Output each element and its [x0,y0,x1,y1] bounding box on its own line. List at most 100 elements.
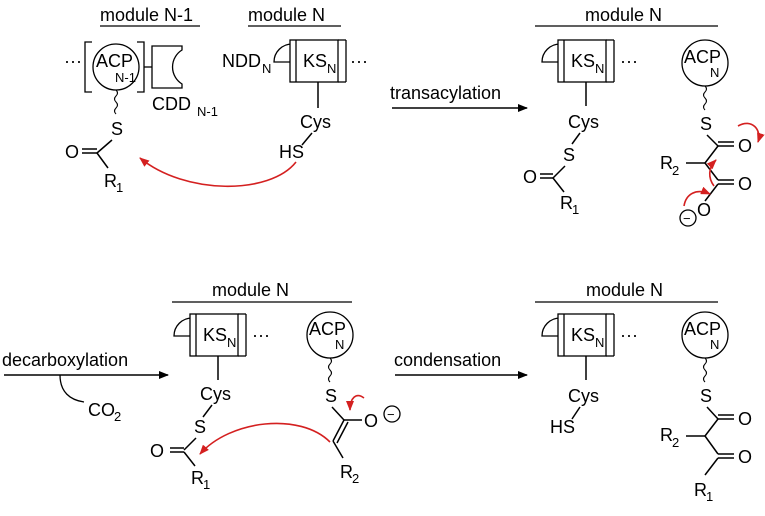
cys-label-4: Cys [568,386,599,406]
acp-ppant-wavy [113,89,119,115]
condensation-label: condensation [394,350,501,370]
ndd-domain-3 [173,317,193,337]
ks-domain-3 [189,313,239,357]
ndd-domain-4 [541,317,561,337]
r1-label-4: R [694,480,707,500]
bond-s-c-prod [706,406,719,420]
acp-label: ACP [96,51,133,71]
product-o-1: O [738,409,752,429]
panel-enolate: module N KS N ··· ACP N Cys S O R 1 S O … [150,280,401,492]
cys3-s-bond [202,404,213,418]
thioester-s: S [111,119,123,139]
acp-ppant-wavy-3 [327,357,333,383]
module-n-title: module N [248,5,325,25]
r1-label-3: R [191,468,204,488]
carbonyl-o-2: O [523,167,537,187]
r2-label-2: R [660,153,673,173]
bond-c-r [96,152,109,169]
acp-label-4: ACP [684,319,721,339]
cys-label: Cys [300,112,331,132]
transacylation-label: transacylation [390,83,501,103]
module-n-title-3: module N [212,280,289,300]
malonyl-s: S [700,114,712,134]
ks-ellipsis-2: ··· [620,51,638,71]
ks-subscript-4: N [595,335,604,350]
product-s: S [700,386,712,406]
step-decarboxylation: decarboxylation CO 2 [2,350,169,424]
r1-subscript-4: 1 [706,489,713,504]
bond-c-r1-3 [183,451,196,467]
acp-ppant-wavy-4 [702,357,708,383]
carbonyl-o: O [65,142,79,162]
malonyl-o-3: O [697,200,711,220]
bond-c-ch-enol-a [332,419,345,442]
cdd-subscript: N-1 [197,104,218,119]
co2-subscript: 2 [114,409,121,424]
cdd-domain [151,45,183,89]
attack-arrow-red [139,157,297,188]
bond-ch-r2-3 [332,440,344,459]
bond-c-r1-2 [552,177,565,193]
co2-release-curve [59,374,85,403]
ks-domain [289,39,339,83]
curly-arrow-3 [683,186,711,207]
r1-label-2: R [560,193,573,213]
malonyl-o-2: O [738,174,752,194]
acp-label-2: ACP [684,47,721,67]
hs-label-4: HS [550,417,575,437]
thioester-s-3: S [194,417,206,437]
r2-subscript-2: 2 [672,163,679,178]
ks-ellipsis-4: ··· [620,325,638,345]
ks-subscript-3: N [227,335,236,350]
hs-label: HS [279,142,304,162]
ndd-subscript: N [262,61,271,76]
ks-label-4: KS [571,325,595,345]
ks-ellipsis-3: ··· [252,325,270,345]
cys-label-3: Cys [200,384,231,404]
carbonyl-o-3: O [150,441,164,461]
enolate-s: S [325,386,337,406]
ks-label-3: KS [203,325,227,345]
cys-label-2: Cys [568,112,599,132]
curly-arrow-1 [737,122,765,143]
co2-label: CO [88,400,115,420]
module-n-title-2: module N [585,5,662,25]
ks-label: KS [303,51,327,71]
bond-c-ominus [704,183,719,202]
acp-ppant-wavy-2 [702,85,708,111]
minus-sign: − [683,211,691,226]
cys-s-bond [301,132,313,146]
minus-sign-3: − [387,407,395,422]
ks-subscript-2: N [595,61,604,76]
cys2-s-bond [571,132,581,145]
product-o-2: O [738,447,752,467]
attack-arrow-red-3 [199,422,331,455]
curly-arrow-4 [346,394,365,411]
bond-s-c-enol [331,406,345,421]
bond-s-c-2 [552,165,566,179]
module-n-title-4: module N [586,280,663,300]
r1-subscript-2: 1 [572,202,579,217]
bond-c-ch-prod [704,418,719,437]
acp-subscript: N-1 [115,70,136,85]
bond-ketone-r1 [704,457,719,476]
bond-c-ch-enol-b [336,421,349,444]
module-n-1-title: module N-1 [100,5,193,25]
r1-subscript-3: 1 [203,477,210,492]
curly-arrow-2 [706,159,717,187]
ks-ellipsis: ··· [350,51,368,71]
ndd-label: NDD [222,51,261,71]
ks-subscript: N [327,61,336,76]
bond-s-c [96,139,113,154]
ndd-domain-2 [541,43,561,63]
r1-subscript: 1 [116,180,123,195]
cdd-label: CDD [152,94,191,114]
acp-bracket-left [84,41,92,93]
r1-label: R [104,171,117,191]
r2-label-4: R [660,425,673,445]
malonyl-o-1: O [738,136,752,156]
negative-charge-icon [679,209,697,227]
bond-ch-ketone [704,435,719,455]
